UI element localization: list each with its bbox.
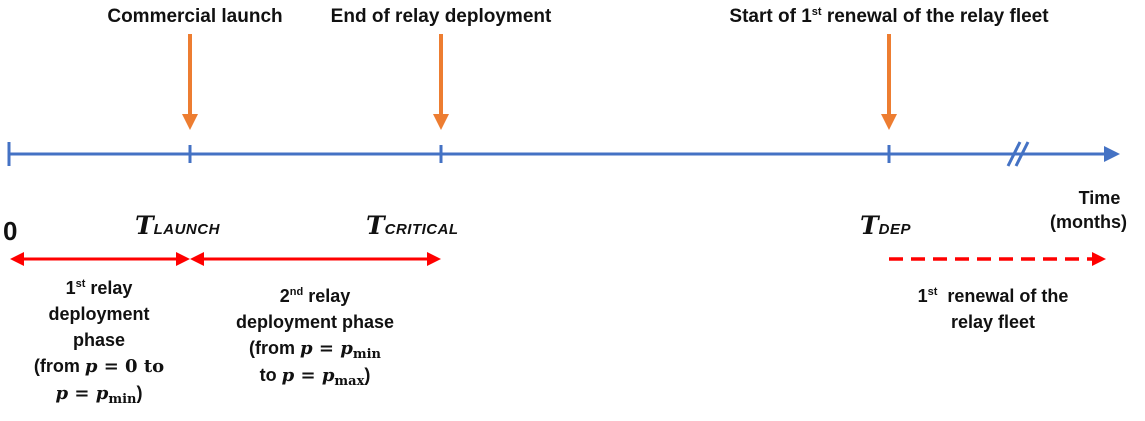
phase1-line5-sub: min [108,392,137,407]
phase2-line4-var: p [281,365,295,386]
phase1-line4-text: (from [33,356,85,376]
t-launch-symbol: T [135,211,154,240]
phase1-line4-eq: = 0 to [97,356,165,377]
t-dep-label: TDEP [860,213,911,238]
t-launch-label: TLAUNCH [135,213,220,238]
phase2-line4-var2: p [321,365,335,386]
phase1-right-head [176,252,190,266]
phase2-ordinal: 2 [279,286,290,306]
phase1-line3: phase [72,330,126,350]
phase2-line1-text: relay [303,286,351,306]
time-axis-label-line2: (months) [1050,212,1127,232]
phase2-line4-close: ) [364,365,371,385]
phase2-ordinal-suffix: nd [289,286,304,298]
phase2-line4-eq: = [294,365,322,386]
phase2-line3: (from p = pmin [236,335,394,362]
renewal-line1: 1st renewal of the [918,283,1069,309]
phase2-line3-text: (from [249,338,301,358]
phase2-line1: 2nd relay [236,283,394,309]
t-dep-subscript: DEP [878,221,911,238]
phase2-line4-text: to [259,365,282,385]
phase2-left-head [190,252,204,266]
renewal-event-arrowhead [881,114,897,130]
phase1-line1: 1st relay [34,275,164,301]
phase1-line2: deployment [48,304,150,324]
phase1-ordinal: 1 [65,278,76,298]
phase1-ordinal-suffix: st [75,278,86,290]
phase1-line4: (from p = 0 to [34,353,164,380]
phase1-line5-eq: = [68,383,96,404]
time-axis-arrowhead [1104,146,1120,162]
renewal-line1-text: renewal of the [937,286,1069,306]
renewal-start-event-label: Start of 1st renewal of the relay fleet [729,6,1049,27]
axis-break-mark-1 [1006,141,1022,167]
phase2-line3-var2: p [340,338,353,359]
phase2-line3-eq: = [312,338,341,359]
launch-event-label: Commercial launch [107,6,283,27]
phase2-line4-sub: max [334,374,365,389]
time-axis-label: Time (months) [1050,186,1127,234]
phase1-line4-var: p [84,356,98,377]
phase2-description: 2nd relay deployment phase (from p = pmi… [236,283,394,389]
renewal-start-text-b: renewal of the relay fleet [821,6,1049,27]
phase1-line5-var: p [55,383,69,404]
time-axis-label-line1: Time [1078,188,1121,208]
phase2-right-head [427,252,441,266]
axis-break-mark-2 [1014,141,1030,167]
origin-label: 0 [3,216,18,246]
phase2-line2: deployment phase [235,312,395,332]
renewal-line2: relay fleet [950,312,1036,332]
phase1-line5-var2: p [95,383,109,404]
phase2-line3-sub: min [352,347,381,362]
phase1-description: 1st relay deployment phase (from p = 0 t… [34,275,164,407]
t-critical-symbol: T [366,211,385,240]
t-critical-label: TCRITICAL [366,213,459,238]
renewal-description: 1st renewal of the relay fleet [918,283,1069,335]
phase1-line5: p = pmin) [34,380,164,407]
critical-event-arrowhead [433,114,449,130]
launch-event-arrowhead [182,114,198,130]
phase2-line3-var: p [300,338,313,359]
renewal-right-head [1092,252,1106,266]
phase1-line1-text: relay [85,278,133,298]
end-deployment-event-label: End of relay deployment [330,6,552,27]
phase1-line5-close: ) [136,383,143,403]
renewal-start-superscript: st [811,6,822,18]
t-critical-subscript: CRITICAL [384,221,459,238]
renewal-ordinal: 1 [917,286,928,306]
t-dep-symbol: T [860,211,879,240]
phase2-line4: to p = pmax) [236,362,394,389]
renewal-ordinal-suffix: st [927,286,938,298]
phase1-left-head [10,252,24,266]
t-launch-subscript: LAUNCH [153,221,220,238]
renewal-start-text-a: Start of 1 [729,6,812,27]
